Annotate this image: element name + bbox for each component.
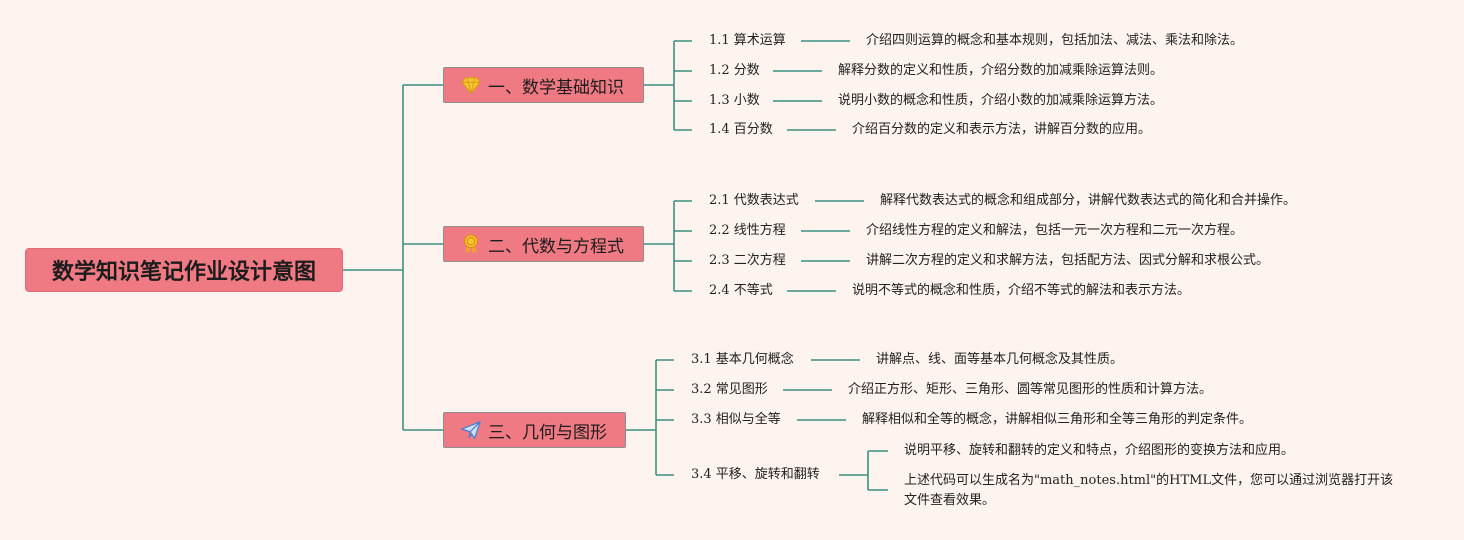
topic-description: 解释分数的定义和性质，介绍分数的加减乘除运算法则。: [838, 63, 1164, 78]
topic-description: 说明小数的概念和性质，介绍小数的加减乘除运算方法。: [838, 93, 1164, 108]
branch-label: 二、代数与方程式: [488, 236, 624, 257]
topic-description: 上述代码可以生成名为"math_notes.html"的HTML文件，您可以通过…: [904, 473, 1394, 508]
topic-1-3[interactable]: 1.3 小数: [709, 93, 760, 108]
topic-3-1[interactable]: 3.1 基本几何概念: [691, 352, 794, 367]
topic-description: 解释相似和全等的概念，讲解相似三角形和全等三角形的判定条件。: [862, 412, 1253, 427]
topic-description: 解释代数表达式的概念和组成部分，讲解代数表达式的简化和合并操作。: [880, 193, 1297, 208]
branch-math-basics[interactable]: 一、数学基础知识: [443, 67, 644, 103]
topic-description: 介绍正方形、矩形、三角形、圆等常见图形的性质和计算方法。: [848, 382, 1213, 397]
topic-2-1[interactable]: 2.1 代数表达式: [709, 193, 799, 208]
root-node[interactable]: 数学知识笔记作业设计意图: [25, 248, 343, 292]
topic-2-3[interactable]: 2.3 二次方程: [709, 253, 786, 268]
diamond-icon: [460, 74, 482, 96]
topic-1-1[interactable]: 1.1 算术运算: [709, 33, 786, 48]
paper-plane-icon: [460, 419, 482, 441]
topic-1-4[interactable]: 1.4 百分数: [709, 122, 773, 137]
topic-3-2[interactable]: 3.2 常见图形: [691, 382, 768, 397]
topic-description: 讲解点、线、面等基本几何概念及其性质。: [876, 352, 1124, 367]
topic-2-4[interactable]: 2.4 不等式: [709, 283, 773, 298]
topic-3-4[interactable]: 3.4 平移、旋转和翻转: [691, 467, 820, 482]
topic-description: 说明不等式的概念和性质，介绍不等式的解法和表示方法。: [852, 283, 1191, 298]
branch-algebra[interactable]: 二、代数与方程式: [443, 226, 644, 262]
topic-description: 说明平移、旋转和翻转的定义和特点，介绍图形的变换方法和应用。: [904, 443, 1295, 458]
topic-1-2[interactable]: 1.2 分数: [709, 63, 760, 78]
topic-description: 讲解二次方程的定义和求解方法，包括配方法、因式分解和求根公式。: [866, 253, 1270, 268]
topic-description: 介绍百分数的定义和表示方法，讲解百分数的应用。: [852, 122, 1152, 137]
topic-3-3[interactable]: 3.3 相似与全等: [691, 412, 781, 427]
branch-label: 三、几何与图形: [488, 422, 607, 443]
award-medal-icon: [460, 233, 482, 255]
topic-2-2[interactable]: 2.2 线性方程: [709, 223, 786, 238]
branch-label: 一、数学基础知识: [488, 77, 624, 98]
branch-geometry[interactable]: 三、几何与图形: [443, 412, 626, 448]
topic-description: 介绍线性方程的定义和解法，包括一元一次方程和二元一次方程。: [866, 223, 1244, 238]
topic-description: 介绍四则运算的概念和基本规则，包括加法、减法、乘法和除法。: [866, 33, 1244, 48]
